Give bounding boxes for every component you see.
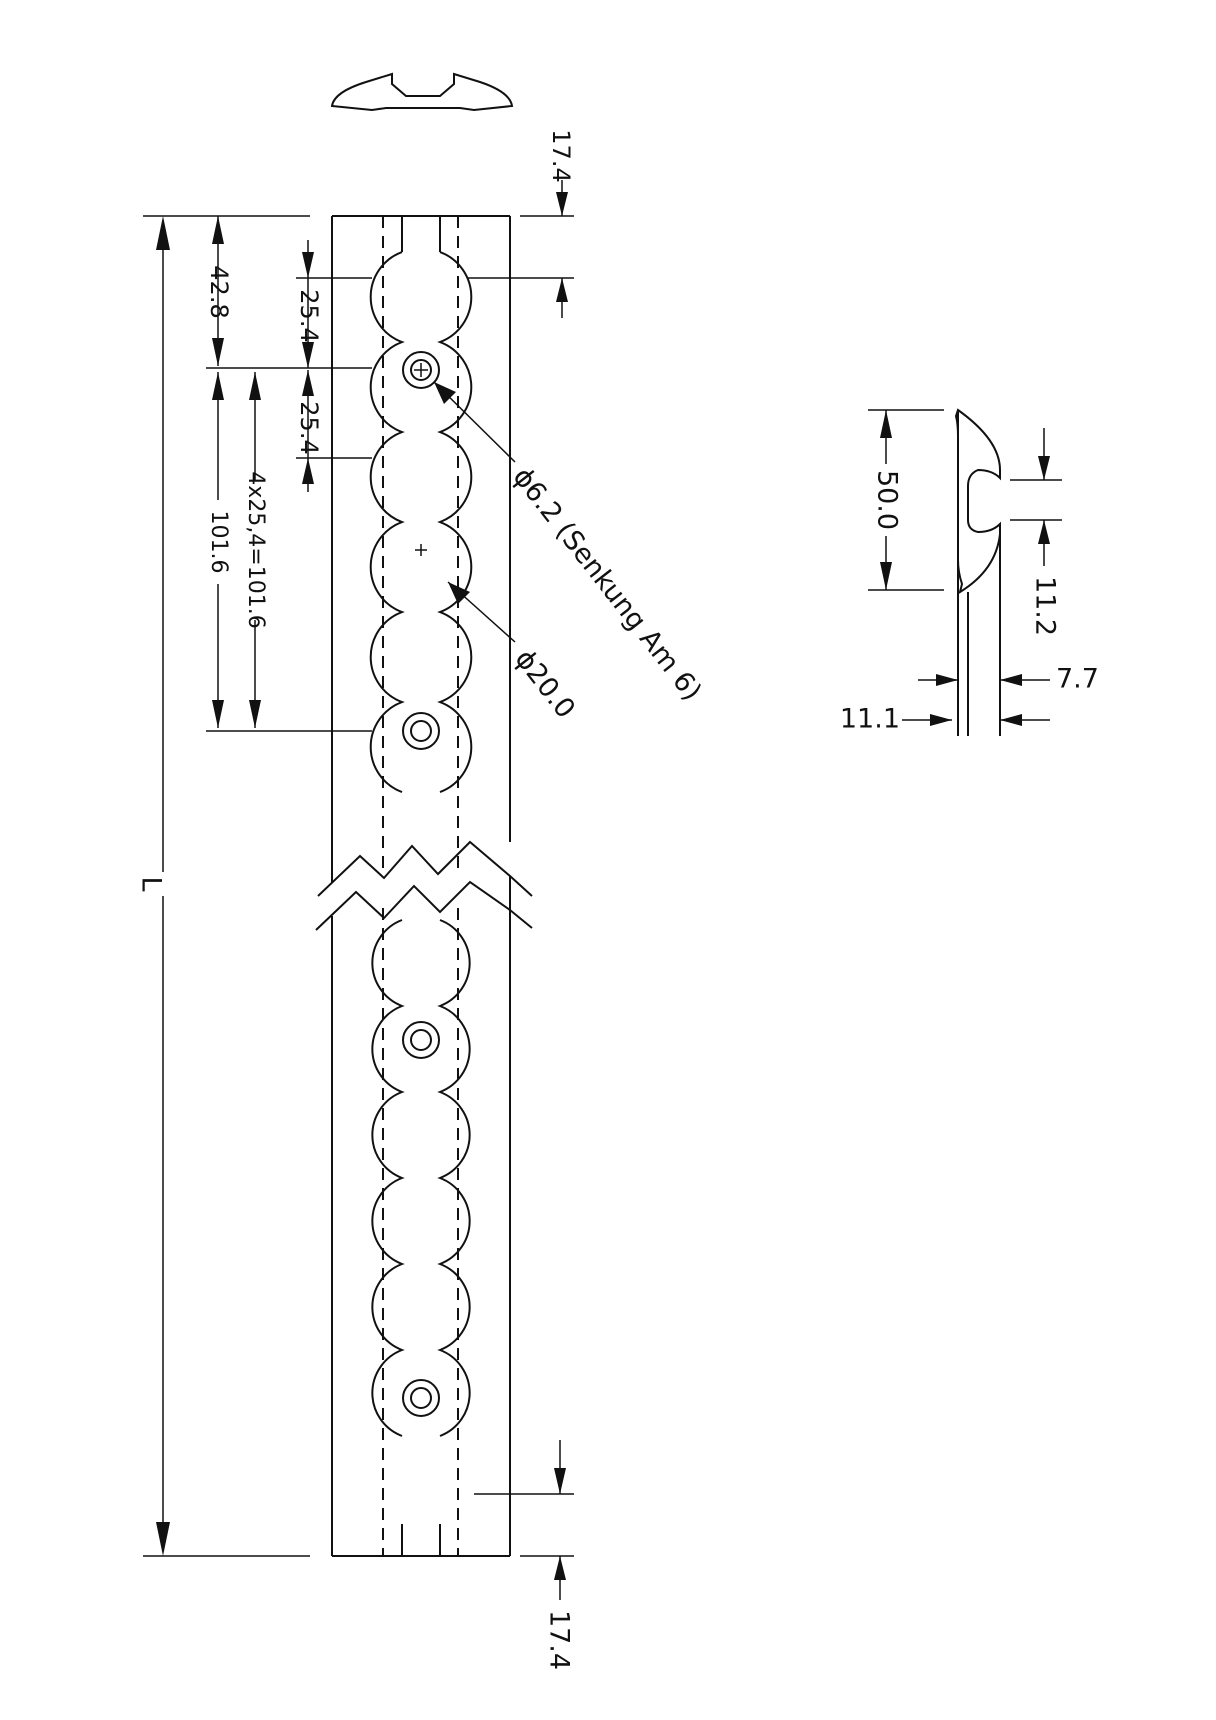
countersunk-hole-4 <box>402 1379 440 1417</box>
height-outer-label: 11.1 <box>840 704 900 735</box>
hole-spacing-formula-label: 4x25,4=101.6 <box>243 471 268 628</box>
callout-countersink: ϕ6.2 (Senkung Am 6) <box>433 381 707 707</box>
center-mark <box>415 544 427 556</box>
dimension-top-margin: 17.4 <box>468 129 575 318</box>
dimension-hole-spacing: 101.6 <box>206 372 372 732</box>
dimension-slot-opening: 11.2 <box>1010 428 1062 636</box>
side-profile <box>954 408 1001 736</box>
bottom-margin-label: 17.4 <box>544 1610 575 1670</box>
dimension-height-inner: 7.7 <box>918 664 1099 695</box>
dimension-pitch-a: 25.4 <box>295 240 372 368</box>
height-inner-label: 7.7 <box>1056 664 1099 695</box>
top-cross-section <box>330 72 514 112</box>
countersunk-hole-3 <box>402 1021 440 1059</box>
callout-slot-diameter: ϕ20.0 <box>447 581 581 725</box>
dimension-hole-spacing-formula: 4x25,4=101.6 <box>243 372 268 728</box>
countersunk-hole-2 <box>402 712 440 750</box>
dimension-bottom-margin: 17.4 <box>474 1440 575 1670</box>
dimension-profile-width: 50.0 <box>868 409 944 591</box>
rail-front-view <box>315 215 533 1557</box>
profile-width-label: 50.0 <box>872 470 903 530</box>
top-margin-label: 17.4 <box>547 129 575 182</box>
dimension-first-hole: 42.8 <box>205 216 372 369</box>
slot-diameter-label: ϕ20.0 <box>509 644 581 725</box>
dimension-length: L <box>136 215 310 1557</box>
length-label: L <box>136 876 167 891</box>
hole-spacing-label: 101.6 <box>206 511 231 574</box>
pitch-a-label: 25.4 <box>295 289 323 342</box>
dimension-pitch-b: 25.4 <box>295 370 372 492</box>
dimension-height-outer: 11.1 <box>840 704 1050 735</box>
pitch-b-label: 25.4 <box>295 401 323 454</box>
countersunk-hole-1 <box>402 351 440 389</box>
first-hole-label: 42.8 <box>205 265 233 318</box>
slot-opening-label: 11.2 <box>1030 576 1061 636</box>
